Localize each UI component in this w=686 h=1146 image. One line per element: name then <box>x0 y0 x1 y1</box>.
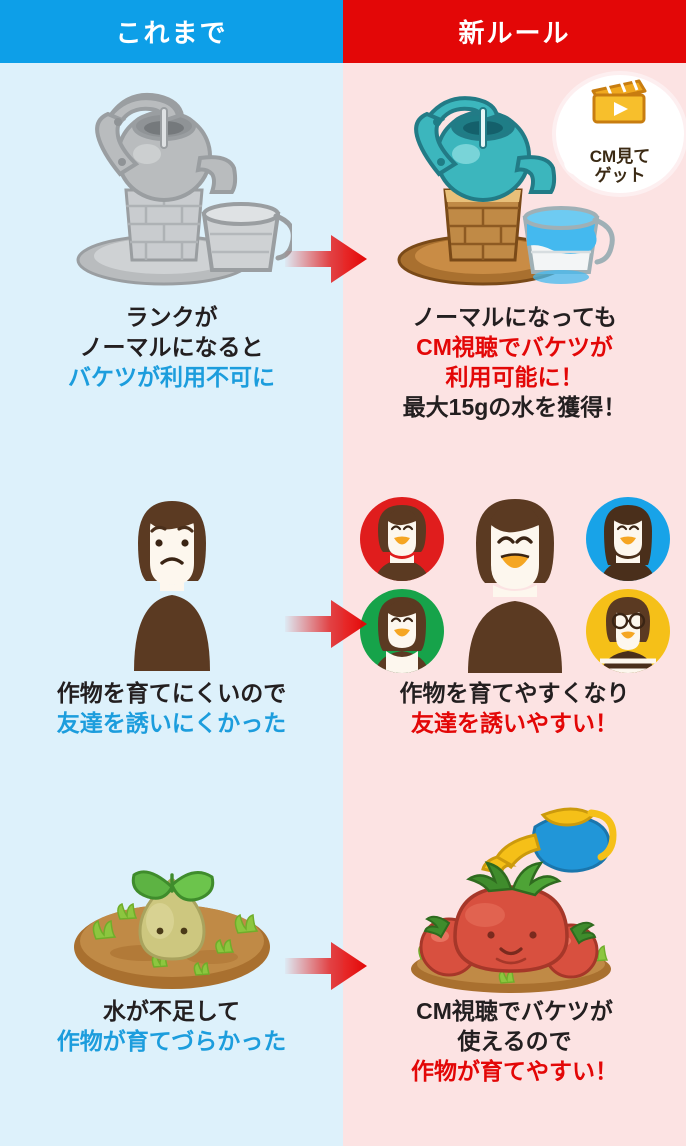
caption-line: ランクが <box>125 304 218 330</box>
grey-pump-illustration <box>0 63 343 293</box>
caption-line: 友達を誘いにくかった <box>56 709 287 736</box>
header-before-label: これまで <box>115 18 228 48</box>
row-crops: 水が不足して 作物が育てづらかった <box>0 780 686 1146</box>
caption-line: 作物を育てやすくなり <box>399 680 630 706</box>
cm-reward-speech-bubble: CM見て ゲット <box>556 75 684 193</box>
row-friends-right-caption: 作物を育てやすくなり 友達を誘いやすい！ <box>400 679 630 739</box>
friend-avatar <box>359 589 444 673</box>
row-crops-left-cell: 水が不足して 作物が育てづらかった <box>0 780 343 1146</box>
friend-avatar <box>585 497 670 581</box>
caption-line: CM視聴でバケツが <box>416 333 613 360</box>
caption-line: CM視聴でバケツが <box>416 998 613 1024</box>
header-new-rule-label: 新ルール <box>458 18 571 48</box>
bubble-text: CM見て ゲット <box>590 147 650 185</box>
caption-line: 水が不足して <box>102 998 241 1024</box>
tomato-watering-illustration <box>343 780 686 995</box>
row-friends-left-cell: 作物を育てにくいので 友達を誘いにくかった <box>0 480 343 780</box>
row-bucket: ランクが ノーマルになると バケツが利用不可に <box>0 63 686 480</box>
row-friends-right-cell: 作物を育てやすくなり 友達を誘いやすい！ <box>343 480 686 780</box>
caption-line: 作物が育てづらかった <box>56 1027 287 1054</box>
caption-line: ノーマルになると <box>79 333 264 360</box>
row-bucket-right-cell: CM見て ゲット ノーマルになっても CM視聴でバケツが 利用可能に！ 最大15… <box>343 63 686 480</box>
caption-line: 作物を育てにくいので <box>56 680 287 706</box>
transition-arrow-icon <box>285 940 367 992</box>
row-bucket-left-cell: ランクが ノーマルになると バケツが利用不可に <box>0 63 343 480</box>
header-new-rule: 新ルール <box>343 0 686 63</box>
sprout-illustration <box>0 780 343 995</box>
row-bucket-right-caption: ノーマルになっても CM視聴でバケツが 利用可能に！ 最大15gの水を獲得！ <box>403 303 627 423</box>
row-bucket-left-caption: ランクが ノーマルになると バケツが利用不可に <box>68 303 275 393</box>
bubble-line-2: ゲット <box>594 165 646 185</box>
caption-line: 作物が育てやすい！ <box>411 1057 618 1084</box>
friend-avatar <box>359 497 444 581</box>
sad-person-illustration <box>0 480 343 675</box>
caption-line: 友達を誘いやすい！ <box>411 709 618 736</box>
bubble-line-1: CM見て <box>589 146 651 166</box>
friend-avatar <box>585 589 670 673</box>
color-pump-illustration: CM見て ゲット <box>343 63 686 293</box>
caption-line: バケツが利用不可に <box>68 363 275 390</box>
watering-can-icon <box>480 807 617 875</box>
row-crops-left-caption: 水が不足して 作物が育てづらかった <box>57 997 287 1057</box>
row-crops-right-caption: CM視聴でバケツが 使えるので 作物が育てやすい！ <box>411 997 618 1087</box>
transition-arrow-icon <box>285 233 367 285</box>
friends-avatars-illustration <box>343 480 686 675</box>
transition-arrow-icon <box>285 598 367 650</box>
caption-line: 利用可能に！ <box>445 363 584 390</box>
row-friends: 作物を育てにくいので 友達を誘いにくかった <box>0 480 686 780</box>
caption-line: ノーマルになっても <box>412 304 617 330</box>
row-friends-left-caption: 作物を育てにくいので 友達を誘いにくかった <box>57 679 287 739</box>
video-clapperboard-icon <box>589 79 651 130</box>
caption-line: 使えるので <box>457 1027 572 1054</box>
caption-line: 最大15gの水を獲得！ <box>402 393 627 420</box>
header-before: これまで <box>0 0 343 63</box>
row-crops-right-cell: CM視聴でバケツが 使えるので 作物が育てやすい！ <box>343 780 686 1146</box>
